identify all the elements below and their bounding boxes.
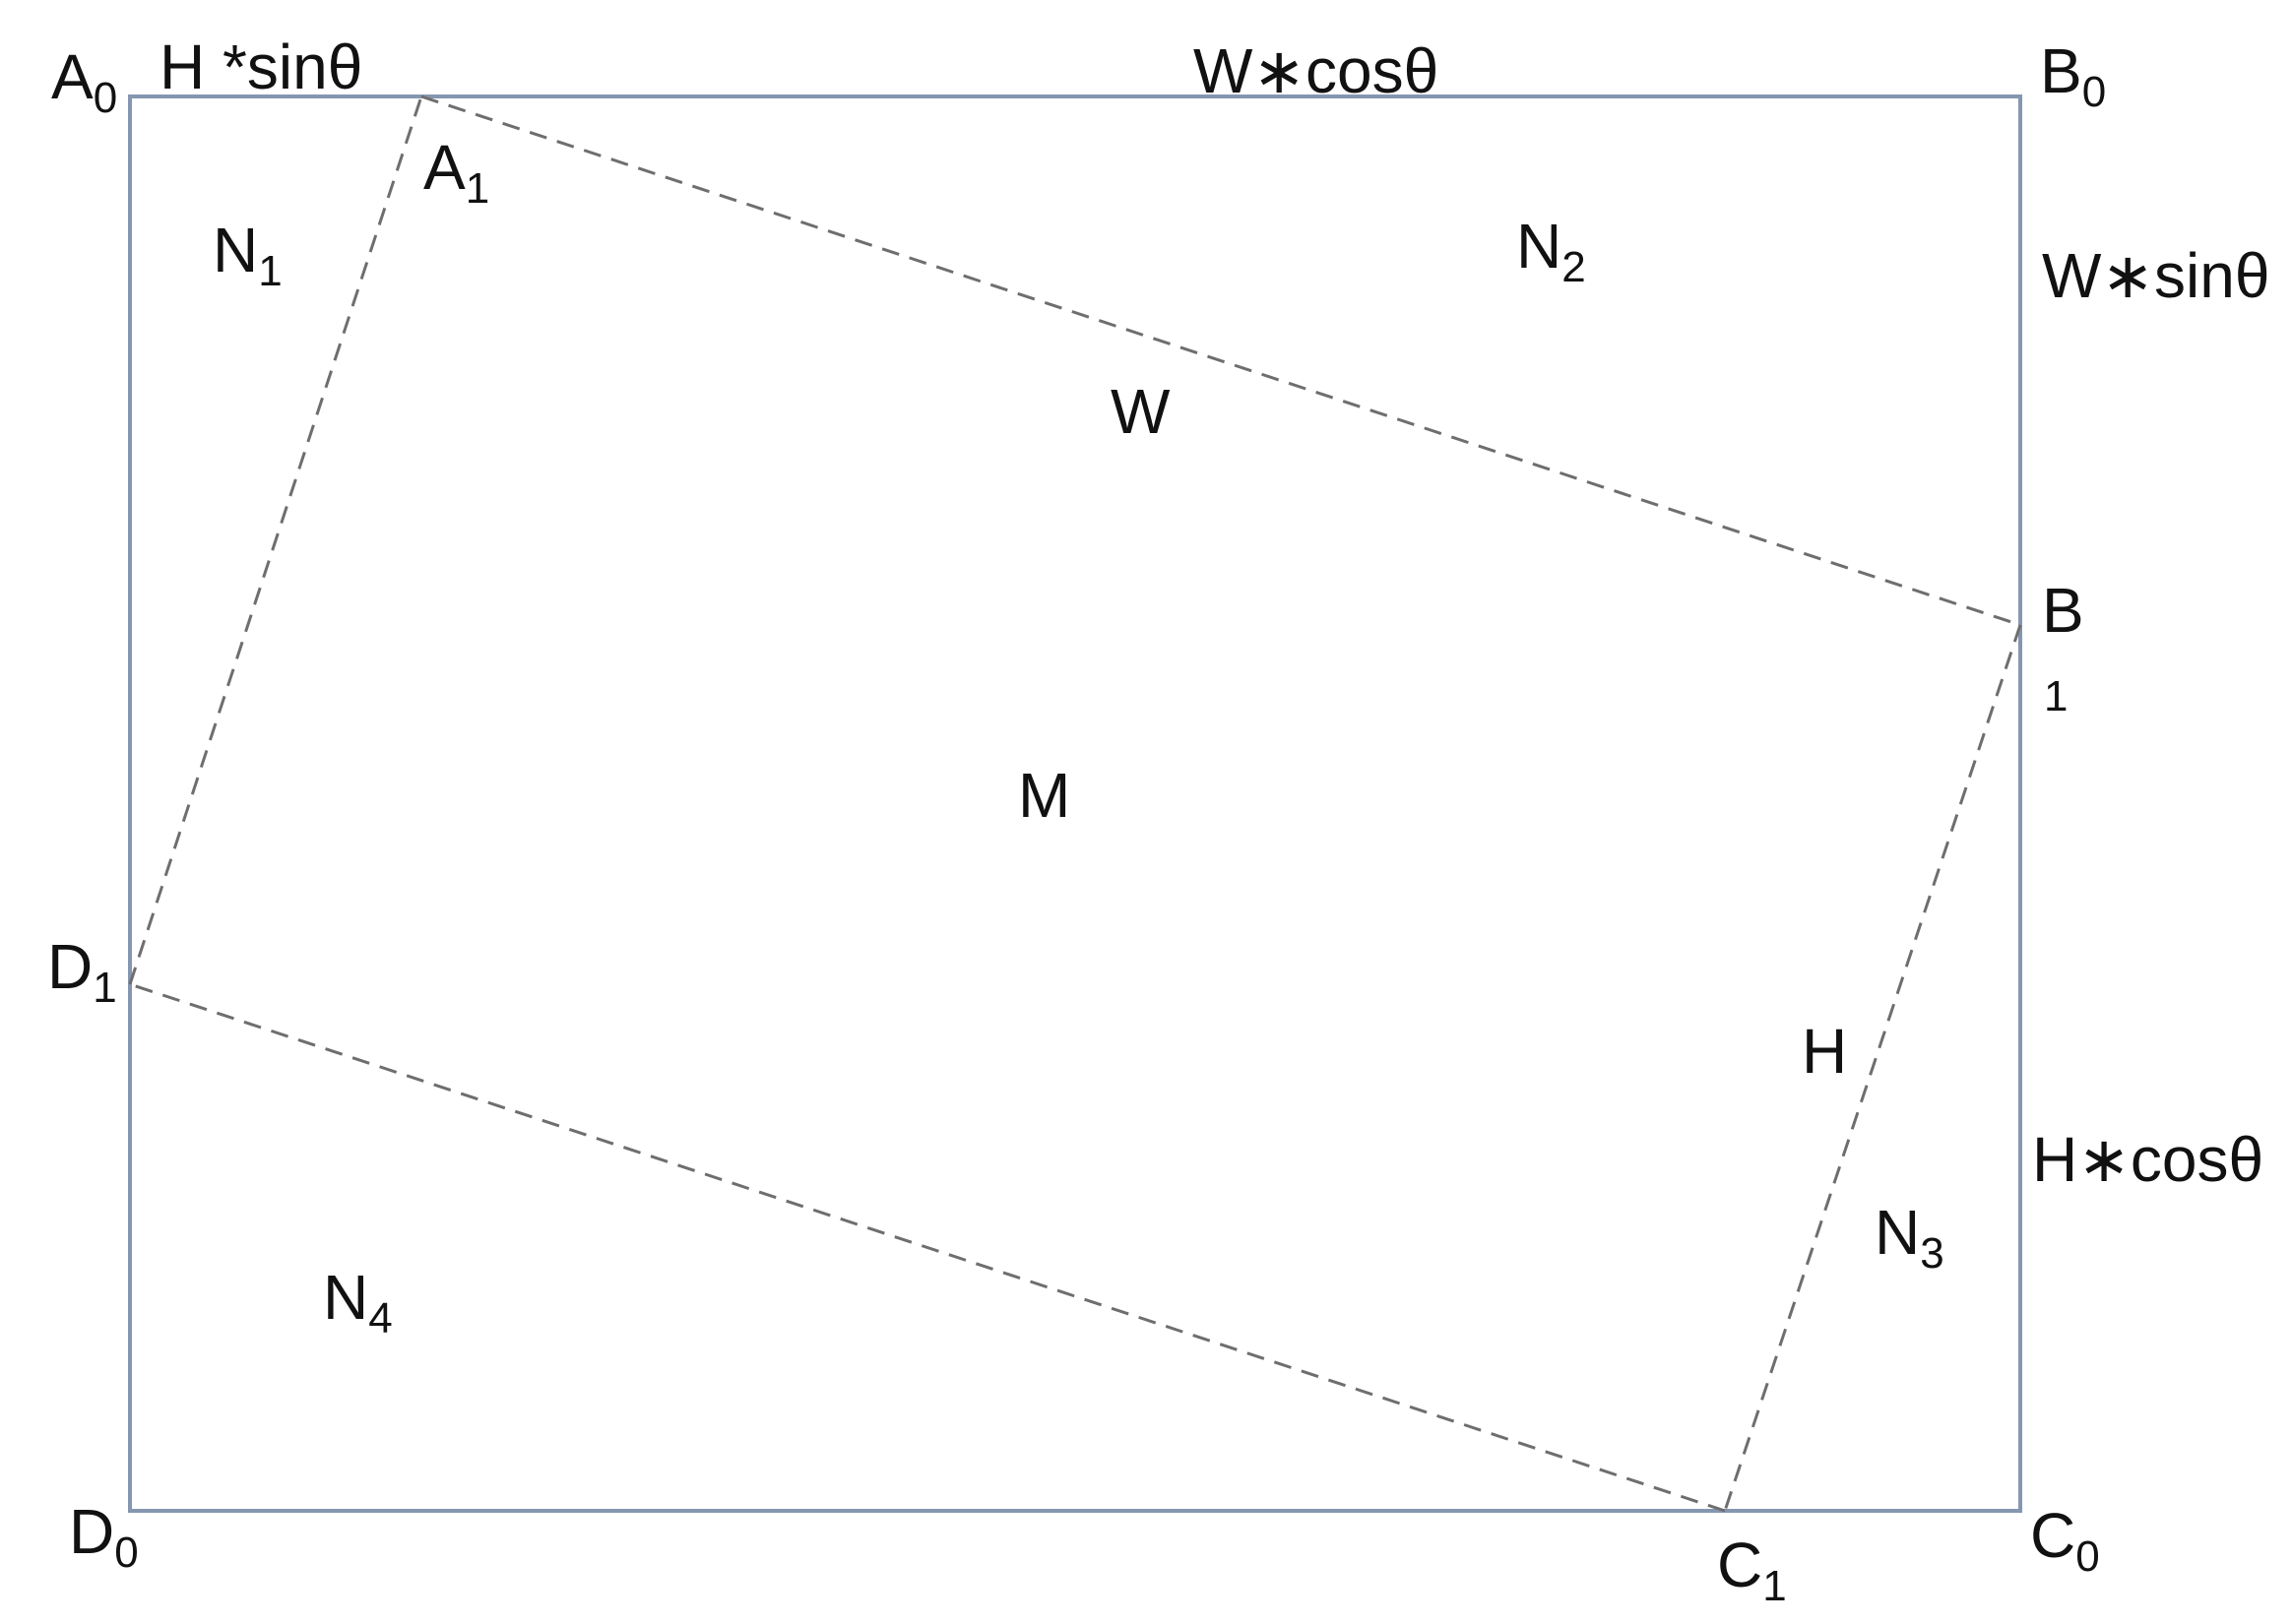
region-n4-label: N4	[323, 1262, 393, 1343]
edge-b1-c1	[1723, 624, 2022, 1512]
vertex-b0-label: B0	[2040, 35, 2106, 116]
region-m-label: M	[1018, 760, 1070, 831]
segment-label-top-left: H *sinθ	[159, 31, 362, 102]
segment-label-right-lower: H∗cosθ	[2032, 1124, 2263, 1195]
outer-rectangle	[128, 94, 2022, 1513]
region-n3-label: N3	[1875, 1197, 1944, 1278]
side-h-label: H	[1802, 1016, 1847, 1087]
region-n2-label: N2	[1516, 211, 1586, 291]
side-w-label: W	[1111, 376, 1171, 447]
region-n1-label: N1	[213, 215, 283, 295]
vertex-a1-label: A1	[423, 132, 489, 213]
edge-c1-d1	[129, 982, 1726, 1513]
vertex-b1-subscript: 1	[2044, 672, 2068, 720]
edge-a1-b1	[420, 94, 2021, 627]
vertex-a0-label: A0	[51, 41, 117, 122]
vertex-b1-label: B	[2042, 575, 2084, 646]
edge-d1-a1	[128, 95, 423, 985]
segment-label-right-upper: W∗sinθ	[2042, 240, 2269, 311]
segment-label-top-right: W∗cosθ	[1193, 35, 1438, 106]
vertex-d0-label: D0	[69, 1496, 139, 1577]
vertex-c0-label: C0	[2030, 1500, 2100, 1581]
vertex-d1-label: D1	[47, 931, 117, 1012]
vertex-c1-label: C1	[1717, 1530, 1787, 1610]
